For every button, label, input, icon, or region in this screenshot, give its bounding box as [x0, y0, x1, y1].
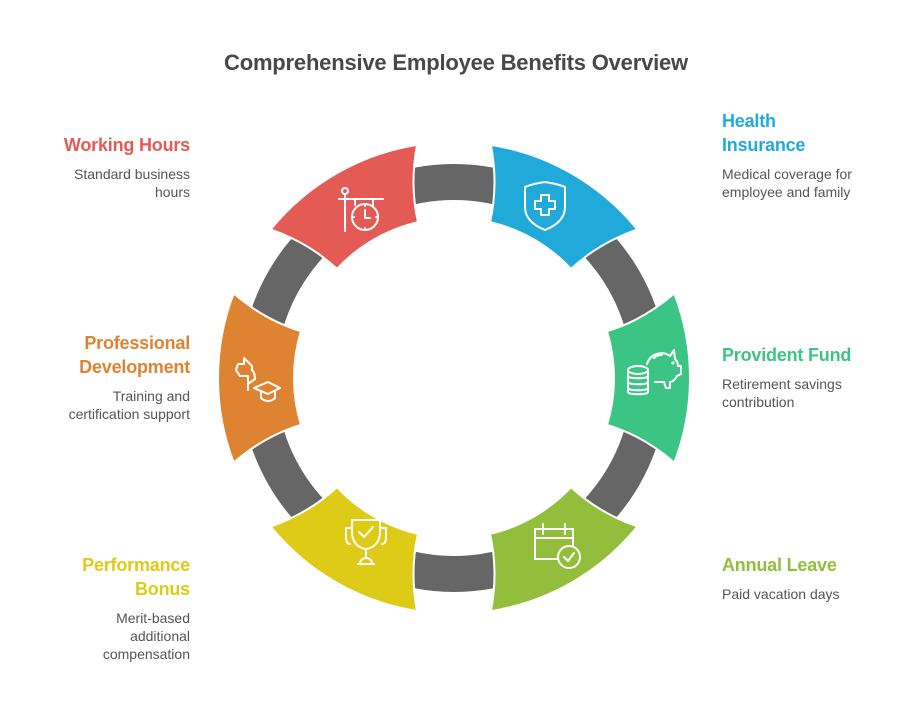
benefit-health-insurance: Health Insurance Medical coverage for em…	[722, 109, 892, 201]
trophy-check-icon	[345, 519, 387, 565]
benefit-title: Professional Development	[79, 333, 190, 377]
benefit-title: Performance Bonus	[82, 555, 190, 599]
benefit-title: Annual Leave	[722, 555, 837, 575]
ring-connector	[377, 544, 531, 592]
hanging-clock-sign-icon	[338, 187, 384, 232]
ring-segment-performance-bonus	[268, 485, 420, 613]
benefit-description: Retirement savings contribution	[722, 376, 842, 410]
ring-connector	[377, 164, 531, 212]
presentation-graduation-cap-icon	[235, 357, 281, 402]
benefit-title: Provident Fund	[722, 345, 852, 365]
benefit-provident-fund: Provident Fund Retirement savings contri…	[722, 343, 872, 411]
benefit-description: Paid vacation days	[722, 586, 840, 602]
ring-segment-health-insurance	[488, 143, 640, 271]
benefit-performance-bonus: Performance Bonus Merit-based additional…	[0, 553, 190, 663]
benefit-title: Working Hours	[63, 135, 190, 155]
shield-medical-cross-icon	[524, 181, 566, 231]
benefit-professional-development: Professional Development Training and ce…	[0, 331, 191, 423]
diagram-title: Comprehensive Employee Benefits Overview	[224, 50, 688, 75]
benefit-description: Merit-based additional compensation	[102, 610, 190, 662]
ring-segment-professional-development	[217, 291, 303, 465]
benefit-working-hours: Working Hours Standard business hours	[0, 133, 190, 201]
benefit-description: Medical coverage for employee and family	[722, 166, 852, 200]
benefit-description: Training and certification support	[68, 388, 190, 422]
piggy-bank-coins-icon	[627, 349, 682, 396]
calendar-check-icon	[534, 523, 581, 569]
benefit-description: Standard business hours	[74, 166, 190, 200]
benefit-annual-leave: Annual Leave Paid vacation days	[722, 553, 892, 603]
benefit-title: Health Insurance	[722, 111, 806, 155]
ring-segment-annual-leave	[488, 485, 640, 613]
